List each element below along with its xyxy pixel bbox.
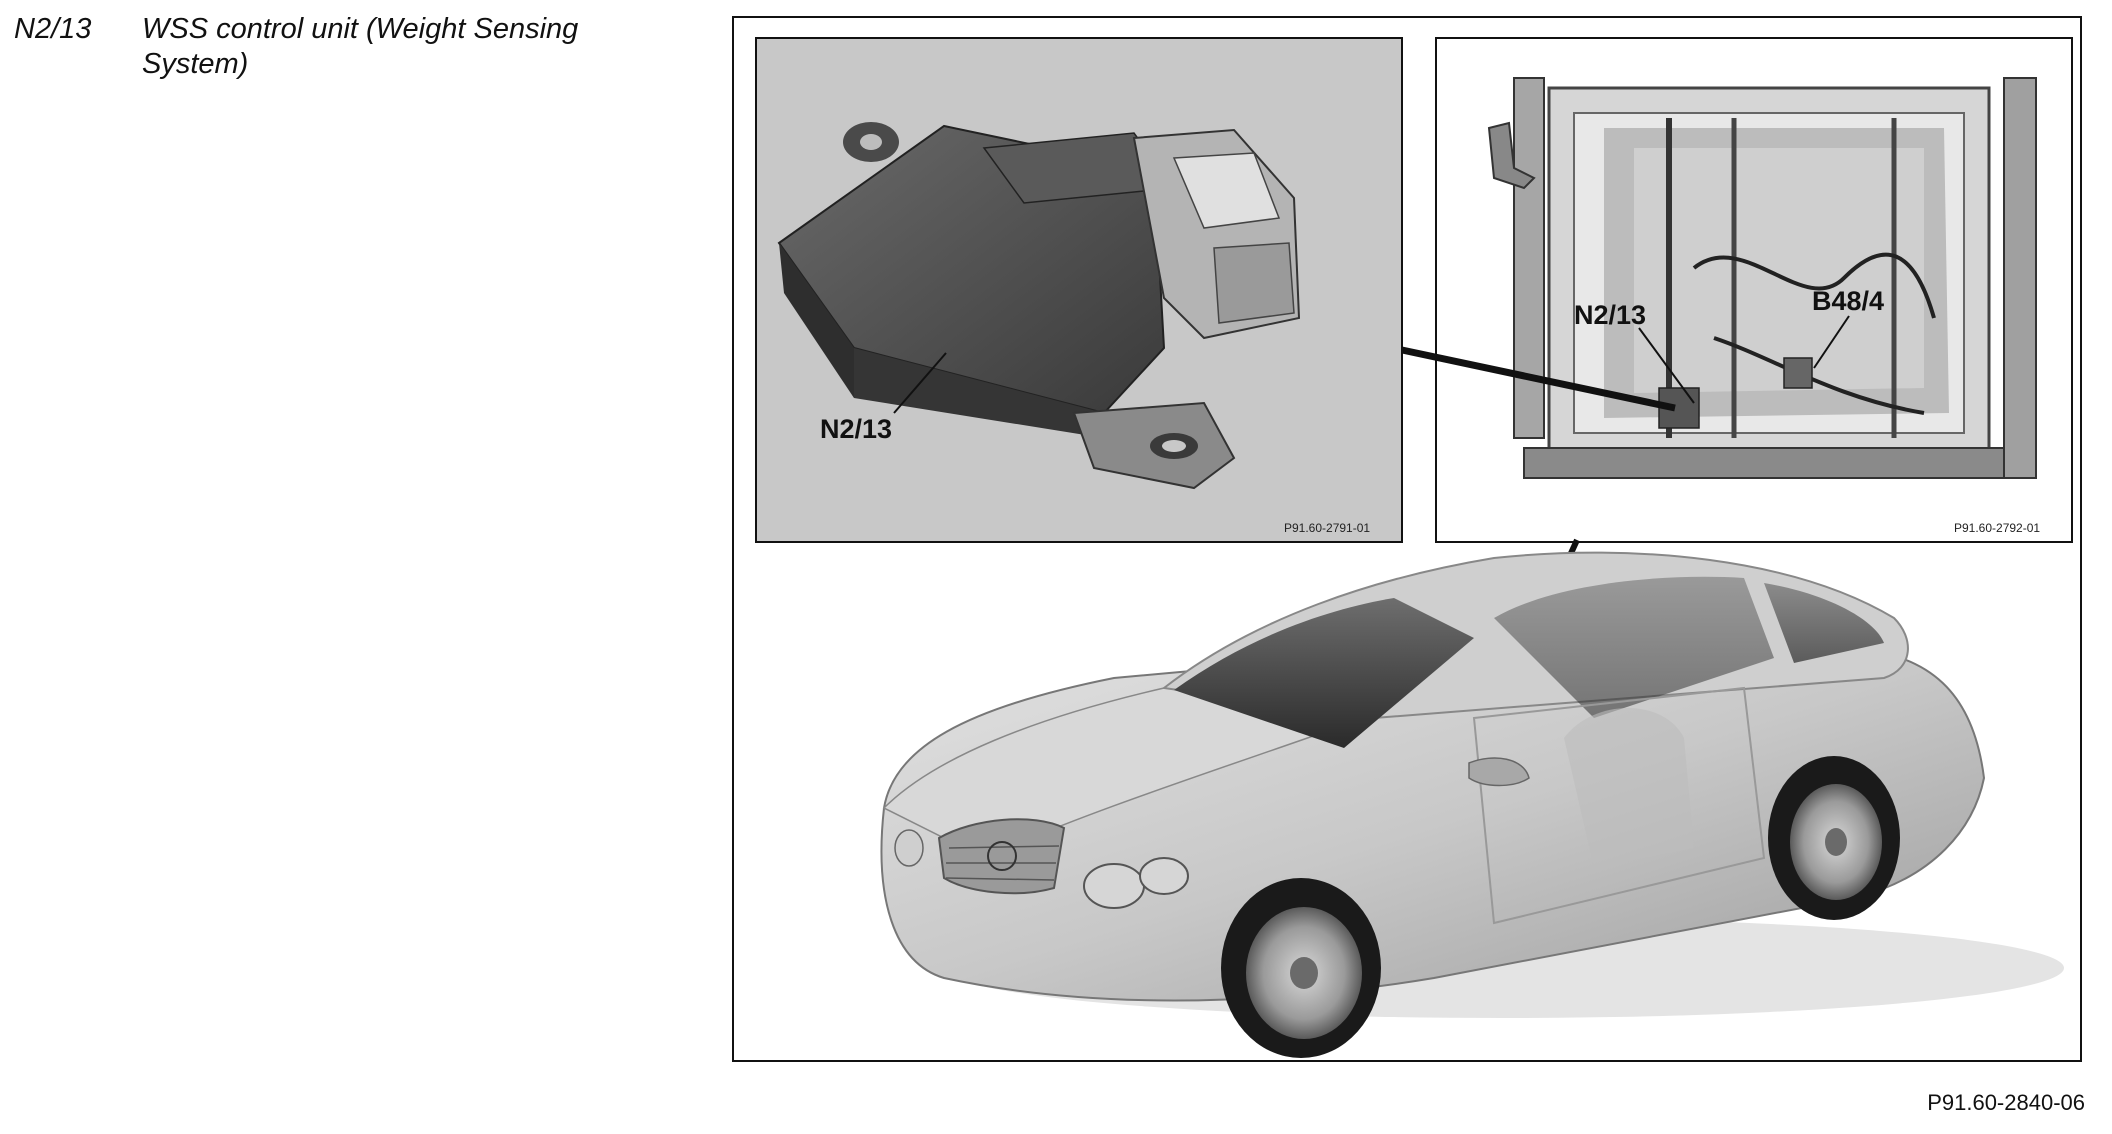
inset-left-callout: N2/13 [820,414,892,444]
figure-reference: P91.60-2840-06 [1927,1090,2085,1115]
leader-line-to-seat [1401,346,1676,412]
car-illustration [880,551,2064,1058]
inset-left-ref: P91.60-2791-01 [1284,521,1370,535]
legend-description: WSS control unit (Weight Sensing System) [142,13,579,80]
inset-control-unit: N2/13 P91.60-2791-01 [755,37,1403,543]
inset-right-callout-b48-4: B48/4 [1812,286,1884,316]
legend-code: N2/13 [14,13,92,45]
figure-frame: N2/13 P91.60-2791-01 [732,16,2082,1062]
figure-illustration: N2/13 P91.60-2791-01 [755,37,2073,1058]
inset-right-ref: P91.60-2792-01 [1954,521,2040,535]
inset-right-callout-n2-13: N2/13 [1574,300,1646,330]
inset-seat-frame: N2/13 B48/4 P91.60-2792-01 [1435,37,2073,543]
